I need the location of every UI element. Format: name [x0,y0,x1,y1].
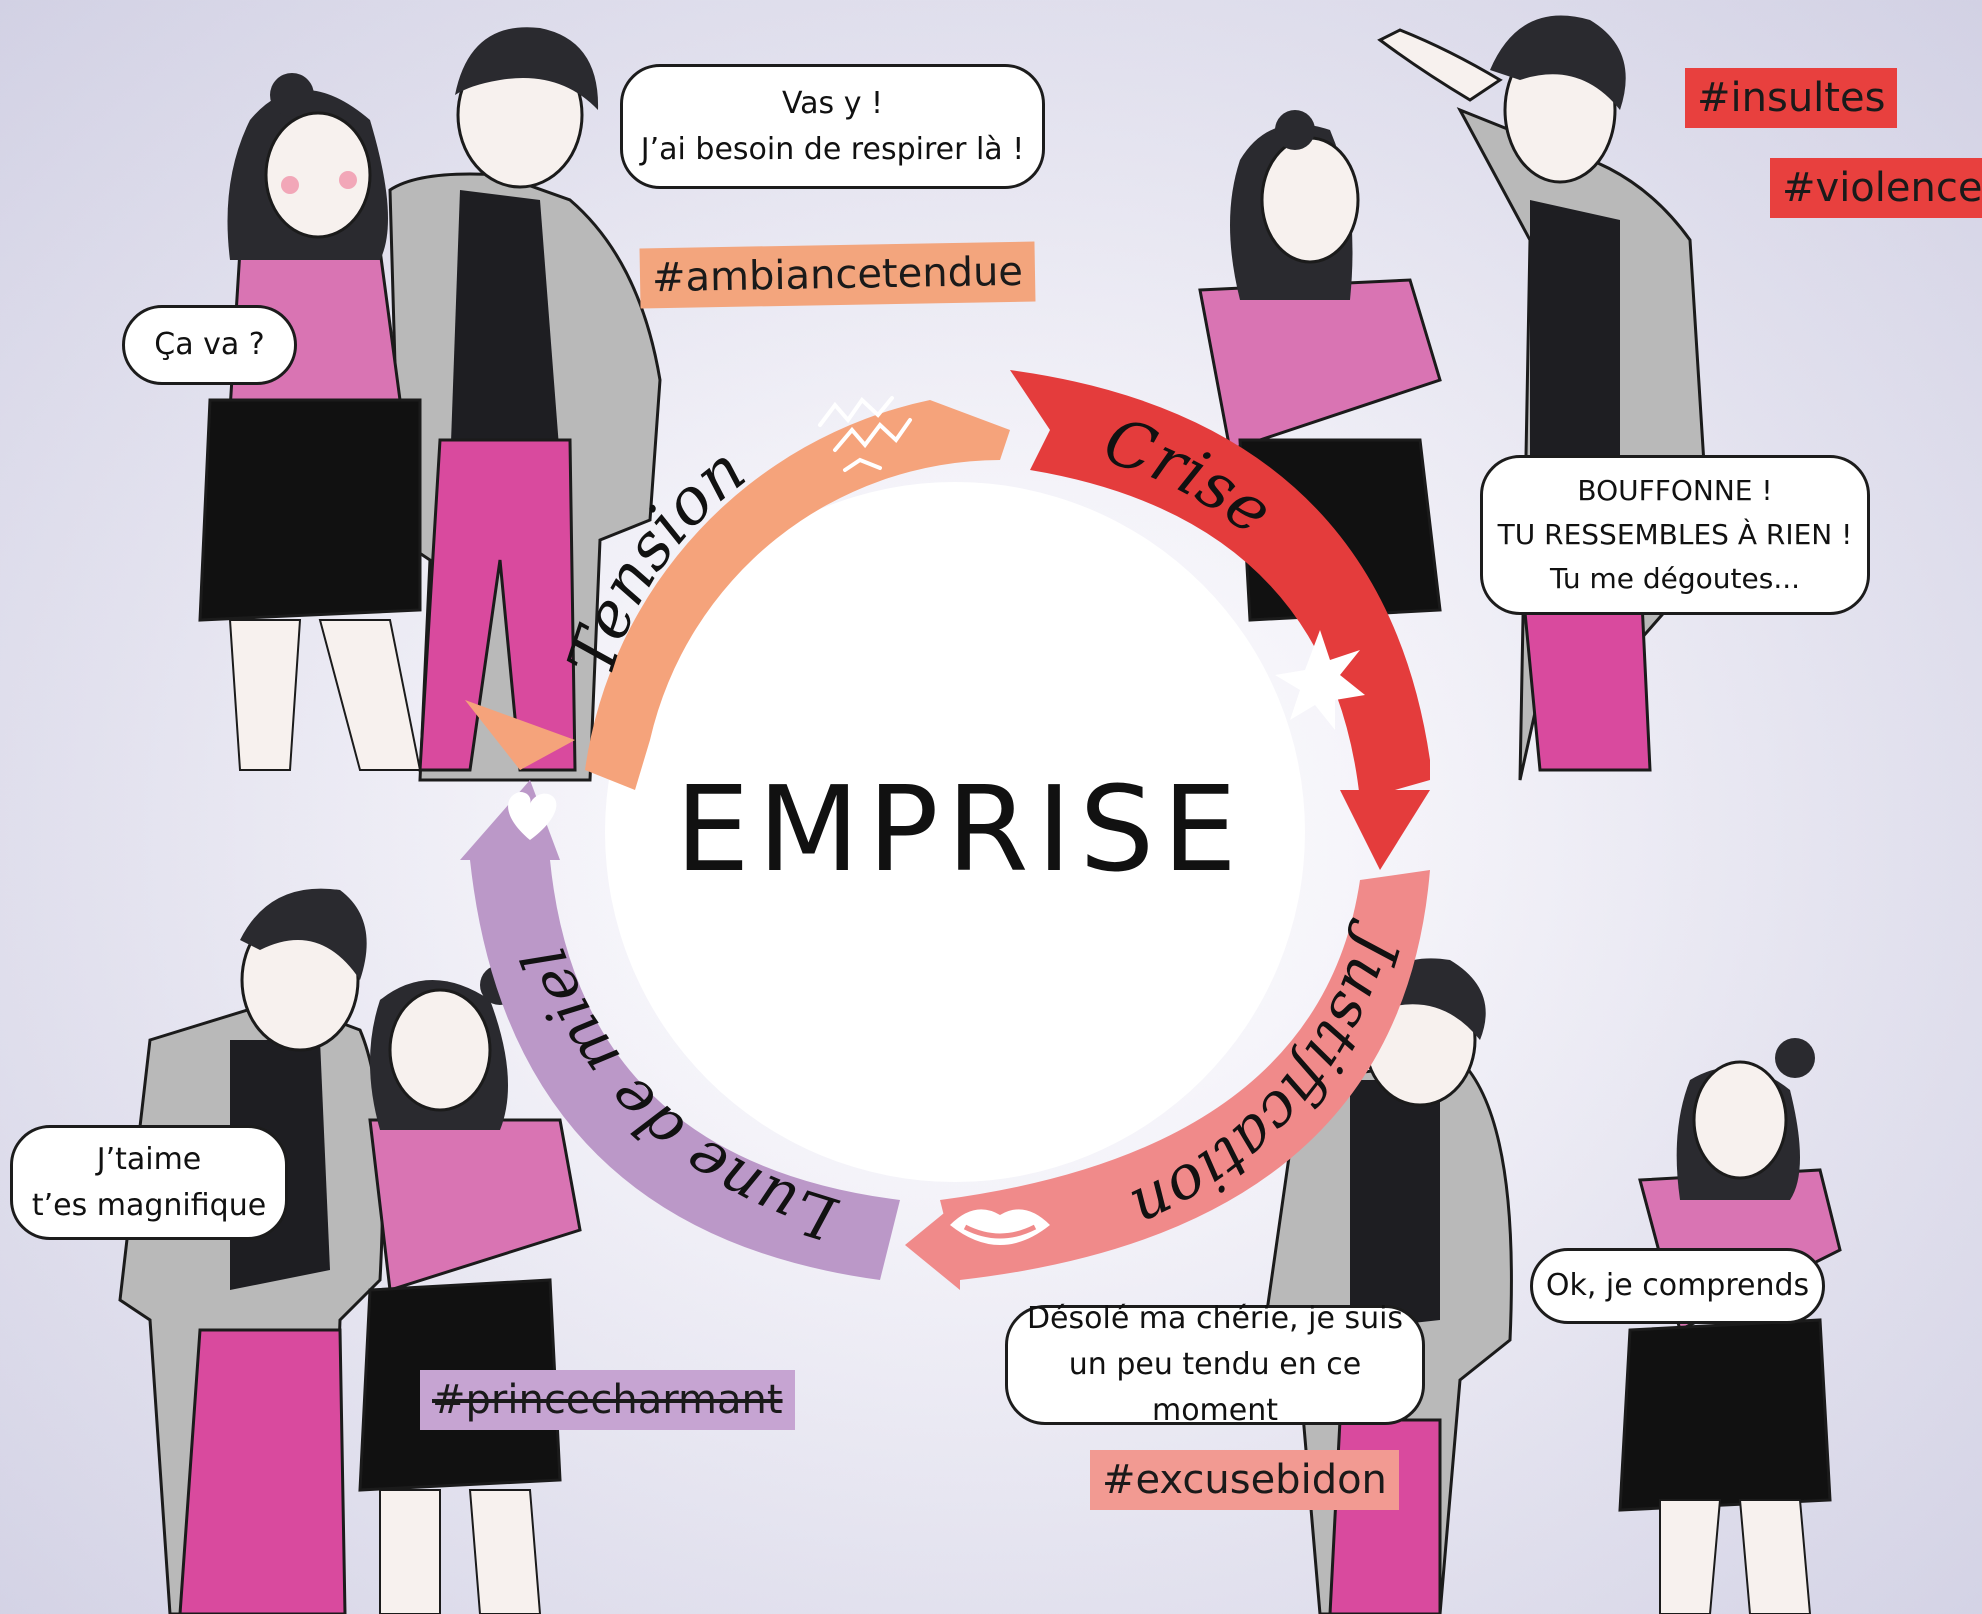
burst-star-icon [1275,630,1365,730]
justification-arrow [940,870,1430,1280]
couple-lune-de-miel [118,888,582,1614]
bubble-line-3: Tu me dégoutes... [1549,562,1801,595]
bubble-line-1: J’taime [96,1141,202,1177]
center-circle [605,482,1305,1182]
heart-icon [508,792,557,840]
bubble-line-1: BOUFFONNE ! [1577,474,1773,507]
couple-tension [198,27,662,782]
speech-bubble-tension-boy: Vas y ! J’ai besoin de respirer là ! [620,64,1045,189]
bubble-line-1: Vas y ! [781,85,884,121]
speech-bubble-justification-girl: Ok, je comprends [1530,1248,1825,1324]
mouth-lips-icon [950,1209,1050,1245]
center-title: EMPRISE [675,760,1245,898]
hashtag-violence: #violence [1770,158,1982,218]
crise-arrow [1010,370,1430,800]
speech-bubble-lune-boy: J’taime t’es magnifique [10,1125,288,1240]
hashtag-ambiancetendue: #ambiancetendue [639,241,1036,309]
bubble-text: Ok, je comprends [1545,1268,1810,1303]
speech-bubble-tension-girl: Ça va ? [122,305,297,385]
bubble-line-2: TU RESSEMBLES À RIEN ! [1497,518,1853,551]
bubble-text: Ça va ? [154,327,265,362]
speech-bubble-justification-boy: Désolé ma chérie, je suis un peu tendu e… [1005,1301,1425,1428]
zigzag-lines-icon [818,396,912,472]
bubble-line-1: Désolé ma chérie, je suis [1026,1301,1404,1336]
hashtag-excusebidon: #excusebidon [1090,1450,1399,1510]
tension-arrow [585,400,1010,790]
hashtag-princecharmant: #princecharmant [420,1370,795,1430]
bubble-line-2: un peu tendu en ce moment [1068,1347,1362,1428]
speech-bubble-crise-boy: BOUFFONNE ! TU RESSEMBLES À RIEN ! Tu me… [1480,455,1870,615]
bubble-line-2: J’ai besoin de respirer là ! [640,131,1025,167]
hashtag-insultes: #insultes [1685,68,1898,128]
bubble-line-2: t’es magnifique [31,1187,267,1223]
